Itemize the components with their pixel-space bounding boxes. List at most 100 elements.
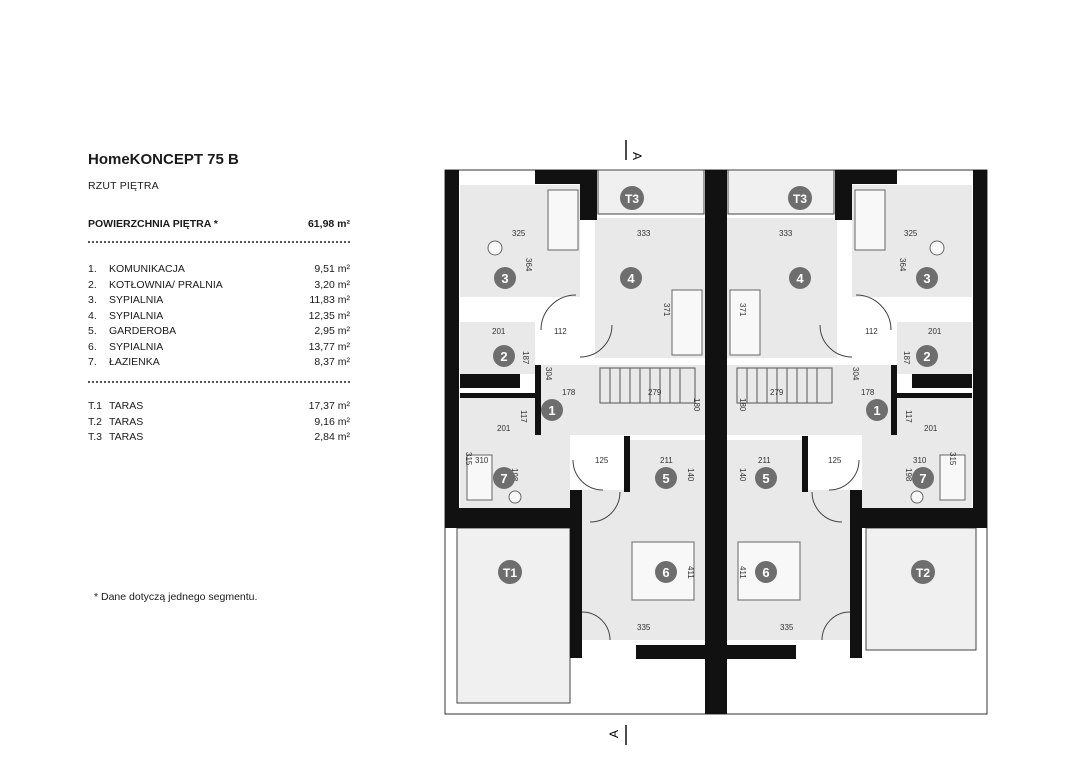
toilet-icon [910,490,924,504]
dim-label: 315 [464,452,473,466]
room-row: 4. SYPIALNIA 12,35 m² [88,309,350,325]
door-swing [828,459,860,491]
wall-top-left [535,170,597,184]
dim-label: 140 [686,468,695,482]
terrace-name: TARAS [109,400,144,412]
badge-label: 7 [500,471,507,486]
dim-label: 180 [738,398,747,412]
wall-bath-top-right [892,393,972,398]
dim-label: 125 [828,456,842,465]
room-number: 5. [88,325,97,337]
door-swing [540,294,577,331]
wall-right-a [835,184,852,220]
door-swing [589,491,621,523]
badge-room-1-left: 1 [541,399,563,421]
dim-label: 201 [497,424,511,433]
terrace-name: TARAS [109,415,144,428]
terrace-area: 17,37 m² [308,400,350,412]
badge-terrace-t2: T2 [911,560,935,584]
party-wall [705,170,727,714]
room-name: SYPIALNIA [109,294,164,306]
badge-label: T2 [916,566,930,580]
terrace-number: T.1 [88,400,103,412]
badge-room-3-right: 3 [916,267,938,289]
wall-left-outer [445,170,459,528]
badge-terrace-t1: T1 [498,560,522,584]
bathtub-icon [939,454,966,501]
wall-bottom-left [445,508,570,528]
room-number: 1. [88,263,97,275]
terrace-area: 2,84 m² [314,431,350,443]
room-name: SYPIALNIA [109,309,164,322]
footnote: * Dane dotyczą jednego segmentu. [94,591,258,603]
badge-room-7-left: 7 [493,467,515,489]
door-swing [572,459,604,491]
wall-wardrobe-right [802,436,808,492]
door-swing [581,611,611,641]
stairs-left [599,367,696,404]
terrace-t3-right-floor [727,169,835,215]
room-area: 12,35 m² [308,309,350,322]
badge-label: 1 [873,403,880,418]
dim-label: 310 [475,456,489,465]
door-swings [540,294,892,641]
dim-label: 333 [637,229,651,238]
dim-label: 112 [865,327,878,336]
room-area: 8,37 m² [314,356,350,368]
plan-subtitle: RZUT PIĘTRA [88,180,159,192]
total-area-row: POWIERZCHNIA PIĘTRA * 61,98 m² [88,218,350,230]
dim-label: 364 [524,258,533,272]
dim-label: 112 [554,327,567,336]
terrace-t1-floor [456,527,571,704]
room-name: KOMUNIKACJA [109,263,185,275]
badge-room-6-right: 6 [755,561,777,583]
dim-label: 333 [779,229,793,238]
dim-label: 304 [544,367,553,381]
dotted-divider [88,381,350,383]
room-number: 2. [88,278,97,291]
door-swing [579,324,613,358]
badge-room-7-right: 7 [912,467,934,489]
room-area: 2,95 m² [314,325,350,337]
badge-label: 5 [762,471,769,486]
room-area: 13,77 m² [308,340,350,353]
stairs-right [736,367,833,404]
dim-label: 178 [861,388,875,397]
room-number: 7. [88,356,97,368]
wall-wardrobe-left [624,436,630,492]
badge-room-2-left: 2 [493,345,515,367]
badge-label: 7 [919,471,926,486]
dim-label: 310 [913,456,927,465]
bed-icon [729,289,761,356]
sink-icon [487,240,503,256]
wall-bottom-mid-right [726,645,796,659]
dim-label: 201 [924,424,938,433]
dim-label: 315 [948,452,957,466]
stairs [599,367,833,404]
badge-label: 6 [662,565,669,580]
room-number: 3. [88,294,97,306]
dim-label: 117 [904,410,913,423]
terrace-name: TARAS [109,431,144,443]
badge-label: T3 [625,192,639,206]
badge-room-5-left: 5 [655,467,677,489]
badge-label: 6 [762,565,769,580]
terrace-number: T.3 [88,431,103,443]
wall-right-outer [973,170,987,528]
badge-label: 4 [627,271,635,286]
project-title: HomeKONCEPT 75 B [88,151,239,168]
terrace-area: 9,16 m² [314,415,350,428]
badge-label: 3 [923,271,930,286]
dim-label: 411 [686,566,695,579]
room-number: 4. [88,309,97,322]
badge-room-4-left: 4 [620,267,642,289]
dim-label: 125 [595,456,609,465]
badge-label: 1 [548,403,555,418]
terrace-t2-floor [865,527,977,651]
wall-bottom-right [862,508,987,528]
